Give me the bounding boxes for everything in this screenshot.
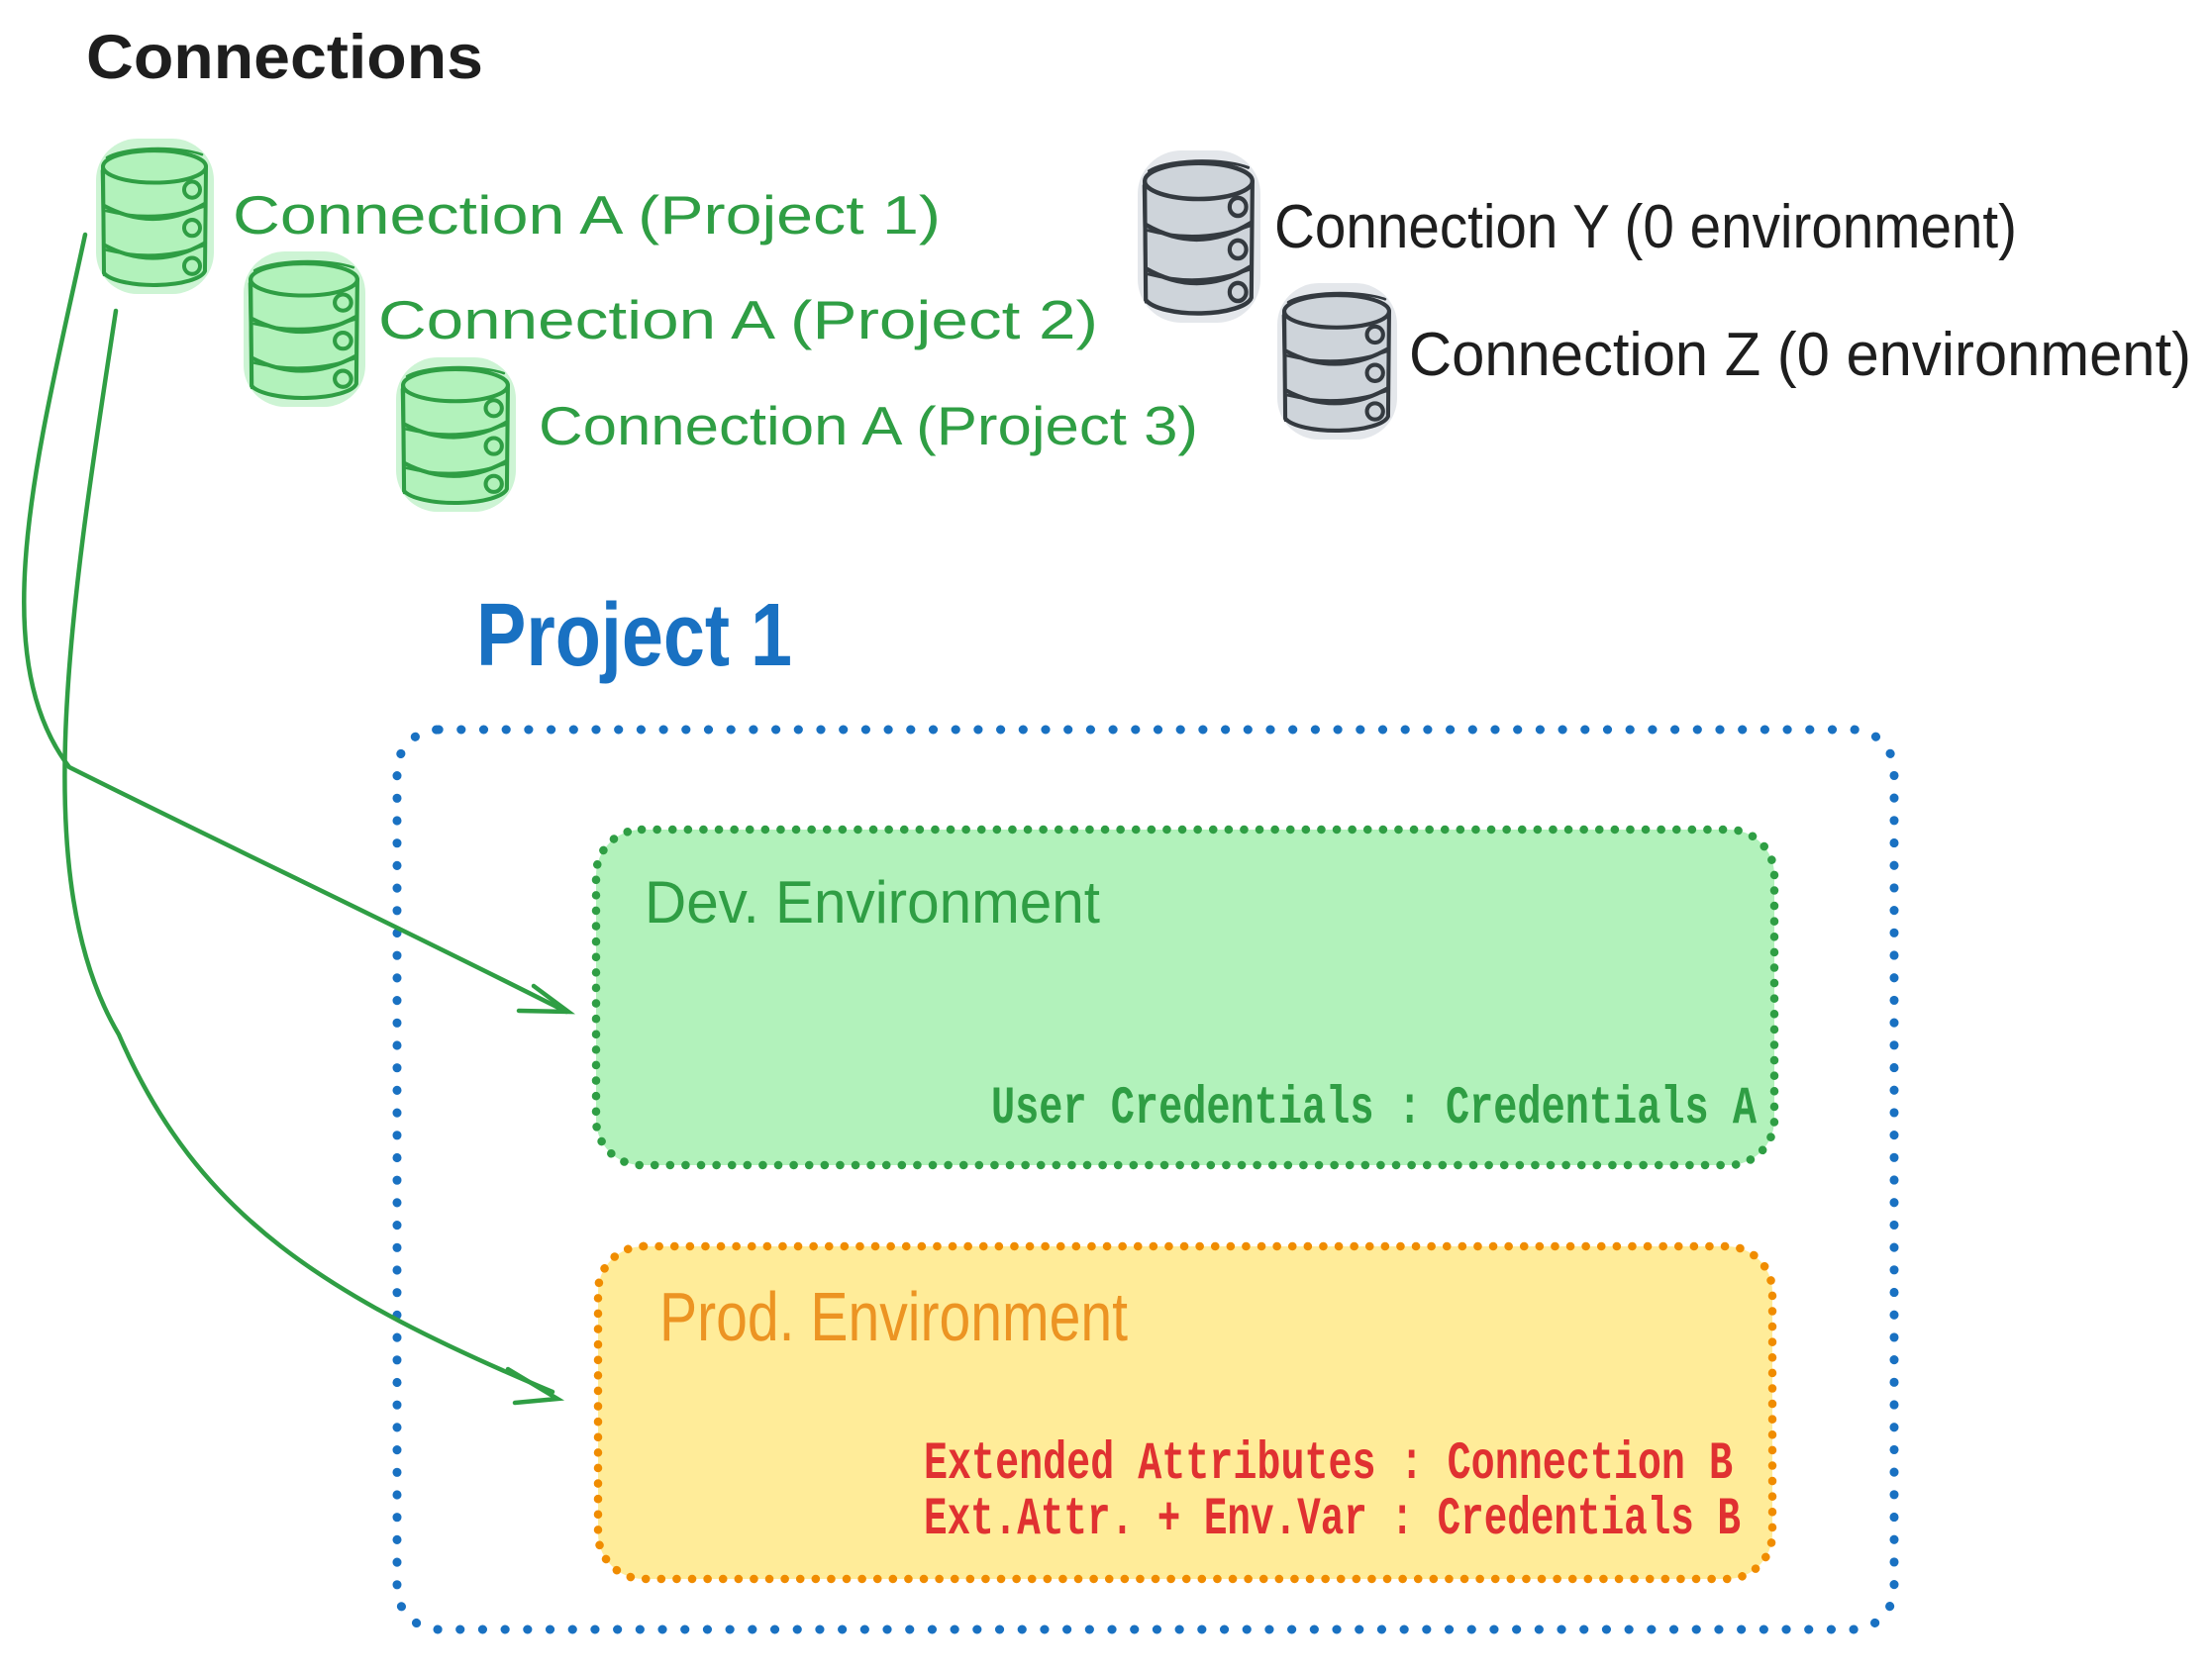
svg-text:User Credentials : Credentials: User Credentials : Credentials A — [991, 1078, 1757, 1138]
svg-text:Connection Y (0 environment): Connection Y (0 environment) — [1274, 193, 2017, 261]
svg-text:Project 1: Project 1 — [476, 585, 792, 684]
svg-text:Connection A (Project 1): Connection A (Project 1) — [233, 184, 941, 246]
svg-text:Connection Z (0 environment): Connection Z (0 environment) — [1409, 321, 2191, 389]
svg-text:Connections: Connections — [86, 23, 483, 92]
svg-text:Dev. Environment: Dev. Environment — [645, 869, 1100, 935]
svg-text:Ext.Attr. + Env.Var : Credenti: Ext.Attr. + Env.Var : Credentials B — [924, 1489, 1741, 1549]
svg-text:Prod. Environment: Prod. Environment — [659, 1279, 1128, 1355]
svg-text:Connection A (Project 3): Connection A (Project 3) — [539, 395, 1198, 456]
svg-text:Connection A (Project 2): Connection A (Project 2) — [378, 289, 1098, 350]
svg-text:Extended Attributes : Connecti: Extended Attributes : Connection B — [924, 1433, 1733, 1494]
